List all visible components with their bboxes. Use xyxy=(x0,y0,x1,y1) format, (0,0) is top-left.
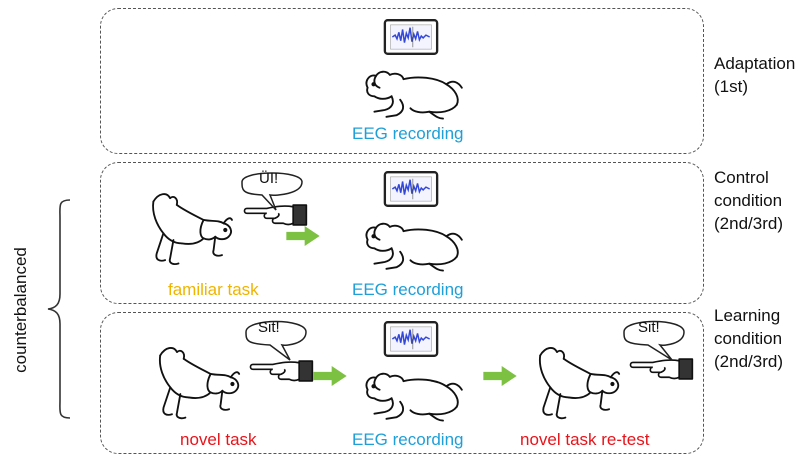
speech-bubble-icon xyxy=(241,172,303,211)
bubble-text-retest: Sit! xyxy=(638,319,660,336)
standing-dog-icon xyxy=(145,188,237,272)
counterbalanced-label: counterbalanced xyxy=(11,247,30,373)
novel-task-label: novel task xyxy=(180,430,257,449)
lying-dog-icon xyxy=(357,62,469,122)
lying-dog-icon xyxy=(357,214,469,274)
speech-bubble-icon xyxy=(623,320,685,361)
standing-dog-icon xyxy=(530,342,626,426)
learning-panel xyxy=(100,312,704,454)
condition-line: Control xyxy=(714,168,769,187)
condition-line: condition xyxy=(714,191,783,210)
bubble-text-control: ÜI! xyxy=(259,170,279,187)
condition-line: (2nd/3rd) xyxy=(714,352,783,371)
control-condition-label: Control condition (2nd/3rd) xyxy=(714,166,783,235)
eeg-label: EEG recording xyxy=(352,430,464,449)
learning-condition-label: Learning condition (2nd/3rd) xyxy=(714,304,783,373)
condition-line: (2nd/3rd) xyxy=(714,214,783,233)
condition-line: Learning xyxy=(714,306,781,325)
eeg-monitor-icon xyxy=(383,170,439,208)
eeg-monitor-icon xyxy=(383,320,439,358)
condition-line: (1st) xyxy=(714,77,748,96)
eeg-label: EEG recording xyxy=(352,124,464,143)
bubble-text-learning: Sit! xyxy=(258,319,280,336)
speech-bubble-icon xyxy=(245,320,307,361)
adaptation-panel xyxy=(100,8,704,154)
right-arrow-icon xyxy=(312,366,348,386)
familiar-task-label: familiar task xyxy=(168,280,259,299)
counterbalance-brace xyxy=(47,199,71,419)
control-panel xyxy=(100,162,704,304)
condition-line: condition xyxy=(714,329,783,348)
retest-label: novel task re-test xyxy=(520,430,650,449)
condition-line: Adaptation xyxy=(714,54,796,73)
adaptation-condition-label: Adaptation (1st) xyxy=(714,52,795,98)
standing-dog-icon xyxy=(150,342,246,426)
right-arrow-icon xyxy=(482,366,518,386)
eeg-monitor-icon xyxy=(383,18,439,56)
eeg-label: EEG recording xyxy=(352,280,464,299)
lying-dog-icon xyxy=(357,364,469,424)
right-arrow-icon xyxy=(285,226,321,246)
